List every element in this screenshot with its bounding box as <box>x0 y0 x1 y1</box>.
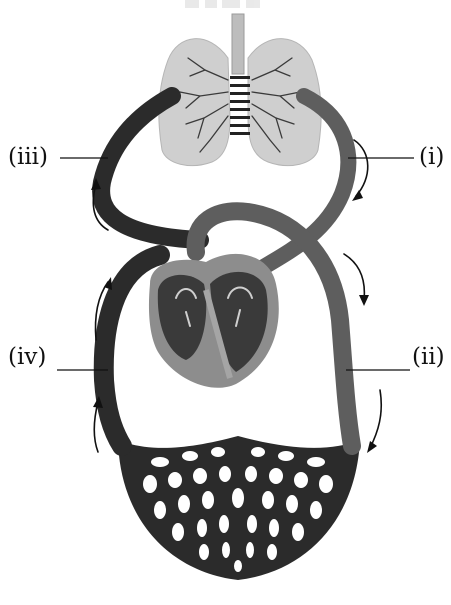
arrow-ii-lower <box>367 390 381 453</box>
bronchi <box>230 76 250 135</box>
label-i: (i) <box>419 146 444 169</box>
label-ii: (ii) <box>412 346 445 369</box>
heart <box>149 254 279 388</box>
capillary-bed <box>118 436 360 580</box>
lungs <box>159 14 321 166</box>
arrow-ii-upper <box>344 254 369 306</box>
label-iii: (iii) <box>8 146 48 169</box>
trachea <box>232 14 244 74</box>
watermark-fragment <box>185 0 260 8</box>
label-iv: (iv) <box>8 346 46 369</box>
